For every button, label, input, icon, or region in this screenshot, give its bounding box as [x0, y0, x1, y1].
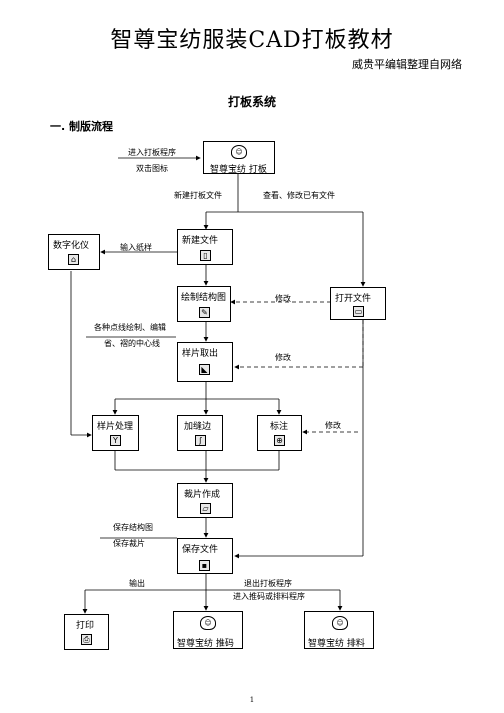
annotate-label: 标注	[270, 422, 289, 432]
author-line: 威贵平编辑整理自网络	[352, 58, 462, 71]
app-marker-label: 智尊宝纺 排料	[308, 639, 365, 649]
annotation-new-pattern-file: 新建打板文件	[174, 191, 222, 200]
extract-icon: ◣	[199, 364, 210, 375]
piece-processing-label: 样片处理	[97, 422, 134, 432]
print-box: 打印 ⎙	[64, 614, 109, 650]
app-logo-icon: ☺	[332, 616, 348, 630]
piece-processing-box: 样片处理 Y	[92, 415, 139, 451]
annotation-input-sample: 输入纸样	[120, 243, 152, 252]
save-file-label: 保存文件	[182, 545, 219, 555]
open-file-label: 打开文件	[335, 294, 372, 304]
new-file-box: 新建文件 ▯	[177, 229, 233, 265]
annotation-exit-program: 退出打板程序	[244, 579, 292, 588]
app-grading-box: ☺ 智尊宝纺 推码	[173, 611, 243, 649]
app-logo-icon: ☺	[200, 616, 216, 630]
app-pattern-label: 智尊宝纺 打板	[210, 165, 267, 175]
annotate-icon: ⊕	[274, 435, 285, 446]
save-disk-icon: ▪	[199, 560, 210, 571]
annotation-output: 输出	[129, 579, 145, 588]
extract-pieces-label: 样片取出	[182, 349, 219, 359]
add-seam-label: 加缝边	[184, 422, 212, 432]
pen-icon: ✎	[199, 307, 210, 318]
app-grading-label: 智尊宝纺 推码	[177, 639, 234, 649]
document-title: 智尊宝纺服装CAD打板教材	[110, 28, 394, 53]
annotation-save-pieces: 保存裁片	[113, 539, 145, 548]
new-file-label: 新建文件	[182, 236, 219, 246]
annotation-modify-draw: 修改	[275, 294, 291, 303]
cut-piece-icon: ▱	[200, 503, 211, 514]
annotation-omit-center: 省、褶的中心线	[104, 339, 160, 348]
annotation-modify-annotate: 修改	[325, 421, 341, 430]
app-logo-icon: ☺	[231, 145, 247, 159]
process-icon: Y	[110, 435, 121, 446]
annotation-view-modify-existing: 查看、修改已有文件	[263, 191, 335, 200]
printer-icon: ⎙	[81, 634, 92, 645]
open-folder-icon: ▭	[353, 306, 364, 317]
annotation-modify-extract: 修改	[275, 353, 291, 362]
extract-pieces-box: 样片取出 ◣	[177, 342, 233, 382]
save-file-box: 保存文件 ▪	[177, 538, 233, 574]
annotation-enter-marker: 进入推码或排料程序	[233, 592, 305, 601]
annotation-save-structure: 保存结构图	[113, 523, 153, 532]
cut-pieces-box: 裁片作成 ▱	[177, 483, 233, 518]
page-number: 1	[249, 696, 255, 704]
draw-structure-label: 绘制结构图	[181, 293, 227, 303]
annotate-box: 标注 ⊕	[257, 415, 302, 451]
new-file-icon: ▯	[200, 250, 211, 261]
digitizer-icon: ⌂	[68, 254, 79, 265]
print-label: 打印	[76, 621, 95, 631]
app-pattern-box: ☺ 智尊宝纺 打板	[203, 141, 275, 175]
cut-pieces-label: 裁片作成	[184, 490, 221, 500]
subsection-heading: 一. 制版流程	[50, 120, 114, 133]
open-file-box: 打开文件 ▭	[330, 287, 386, 320]
draw-structure-box: 绘制结构图 ✎	[177, 286, 231, 322]
annotation-draw-points: 各种点线绘制、编辑	[94, 323, 166, 332]
digitizer-box: 数字化仪 ⌂	[48, 234, 100, 270]
add-seam-box: 加缝边 ʃ	[177, 415, 223, 451]
annotation-double-click: 双击图标	[136, 164, 168, 173]
section-title: 打板系统	[227, 95, 276, 109]
annotation-enter-program: 进入打板程序	[128, 148, 176, 157]
app-marker-box: ☺ 智尊宝纺 排料	[304, 611, 374, 649]
digitizer-label: 数字化仪	[53, 241, 90, 251]
seam-icon: ʃ	[195, 435, 206, 446]
